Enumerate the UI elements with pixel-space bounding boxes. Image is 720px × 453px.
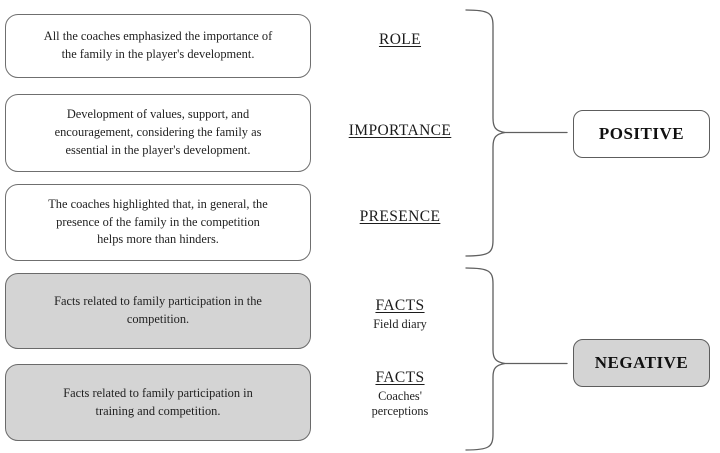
statement-box-facts-competition: Facts related to family participation in… <box>5 273 311 349</box>
statement-box-presence: The coaches highlighted that, in general… <box>5 184 311 261</box>
category-label: IMPORTANCE <box>348 122 452 139</box>
category-label: PRESENCE <box>359 208 441 225</box>
category-role: ROLE <box>305 31 495 49</box>
statement-box-importance: Development of values, support, and enco… <box>5 94 311 172</box>
outcome-label: POSITIVE <box>598 124 685 143</box>
category-presence: PRESENCE <box>305 208 495 226</box>
category-subtitle: Field diary <box>373 317 427 331</box>
statement-text: All the coaches emphasized the importanc… <box>43 29 273 61</box>
category-facts-coaches-perceptions: FACTS Coaches' perceptions <box>305 369 495 419</box>
statement-text: Facts related to family participation in… <box>63 385 253 418</box>
outcome-label: NEGATIVE <box>594 353 689 372</box>
statement-box-role: All the coaches emphasized the importanc… <box>5 14 311 78</box>
category-subtitle: Coaches' perceptions <box>371 389 429 418</box>
outcome-box-positive: POSITIVE <box>573 110 710 158</box>
statement-text: The coaches highlighted that, in general… <box>48 196 268 247</box>
brace-negative <box>465 267 568 451</box>
statement-box-facts-training: Facts related to family participation in… <box>5 364 311 441</box>
statement-text: Development of values, support, and enco… <box>54 107 262 157</box>
statement-text: Facts related to family participation in… <box>54 294 262 326</box>
category-label: FACTS <box>375 297 425 314</box>
category-label: ROLE <box>378 31 422 48</box>
outcome-box-negative: NEGATIVE <box>573 339 710 387</box>
category-label: FACTS <box>375 369 425 386</box>
category-facts-field-diary: FACTS Field diary <box>305 297 495 332</box>
category-importance: IMPORTANCE <box>305 122 495 140</box>
